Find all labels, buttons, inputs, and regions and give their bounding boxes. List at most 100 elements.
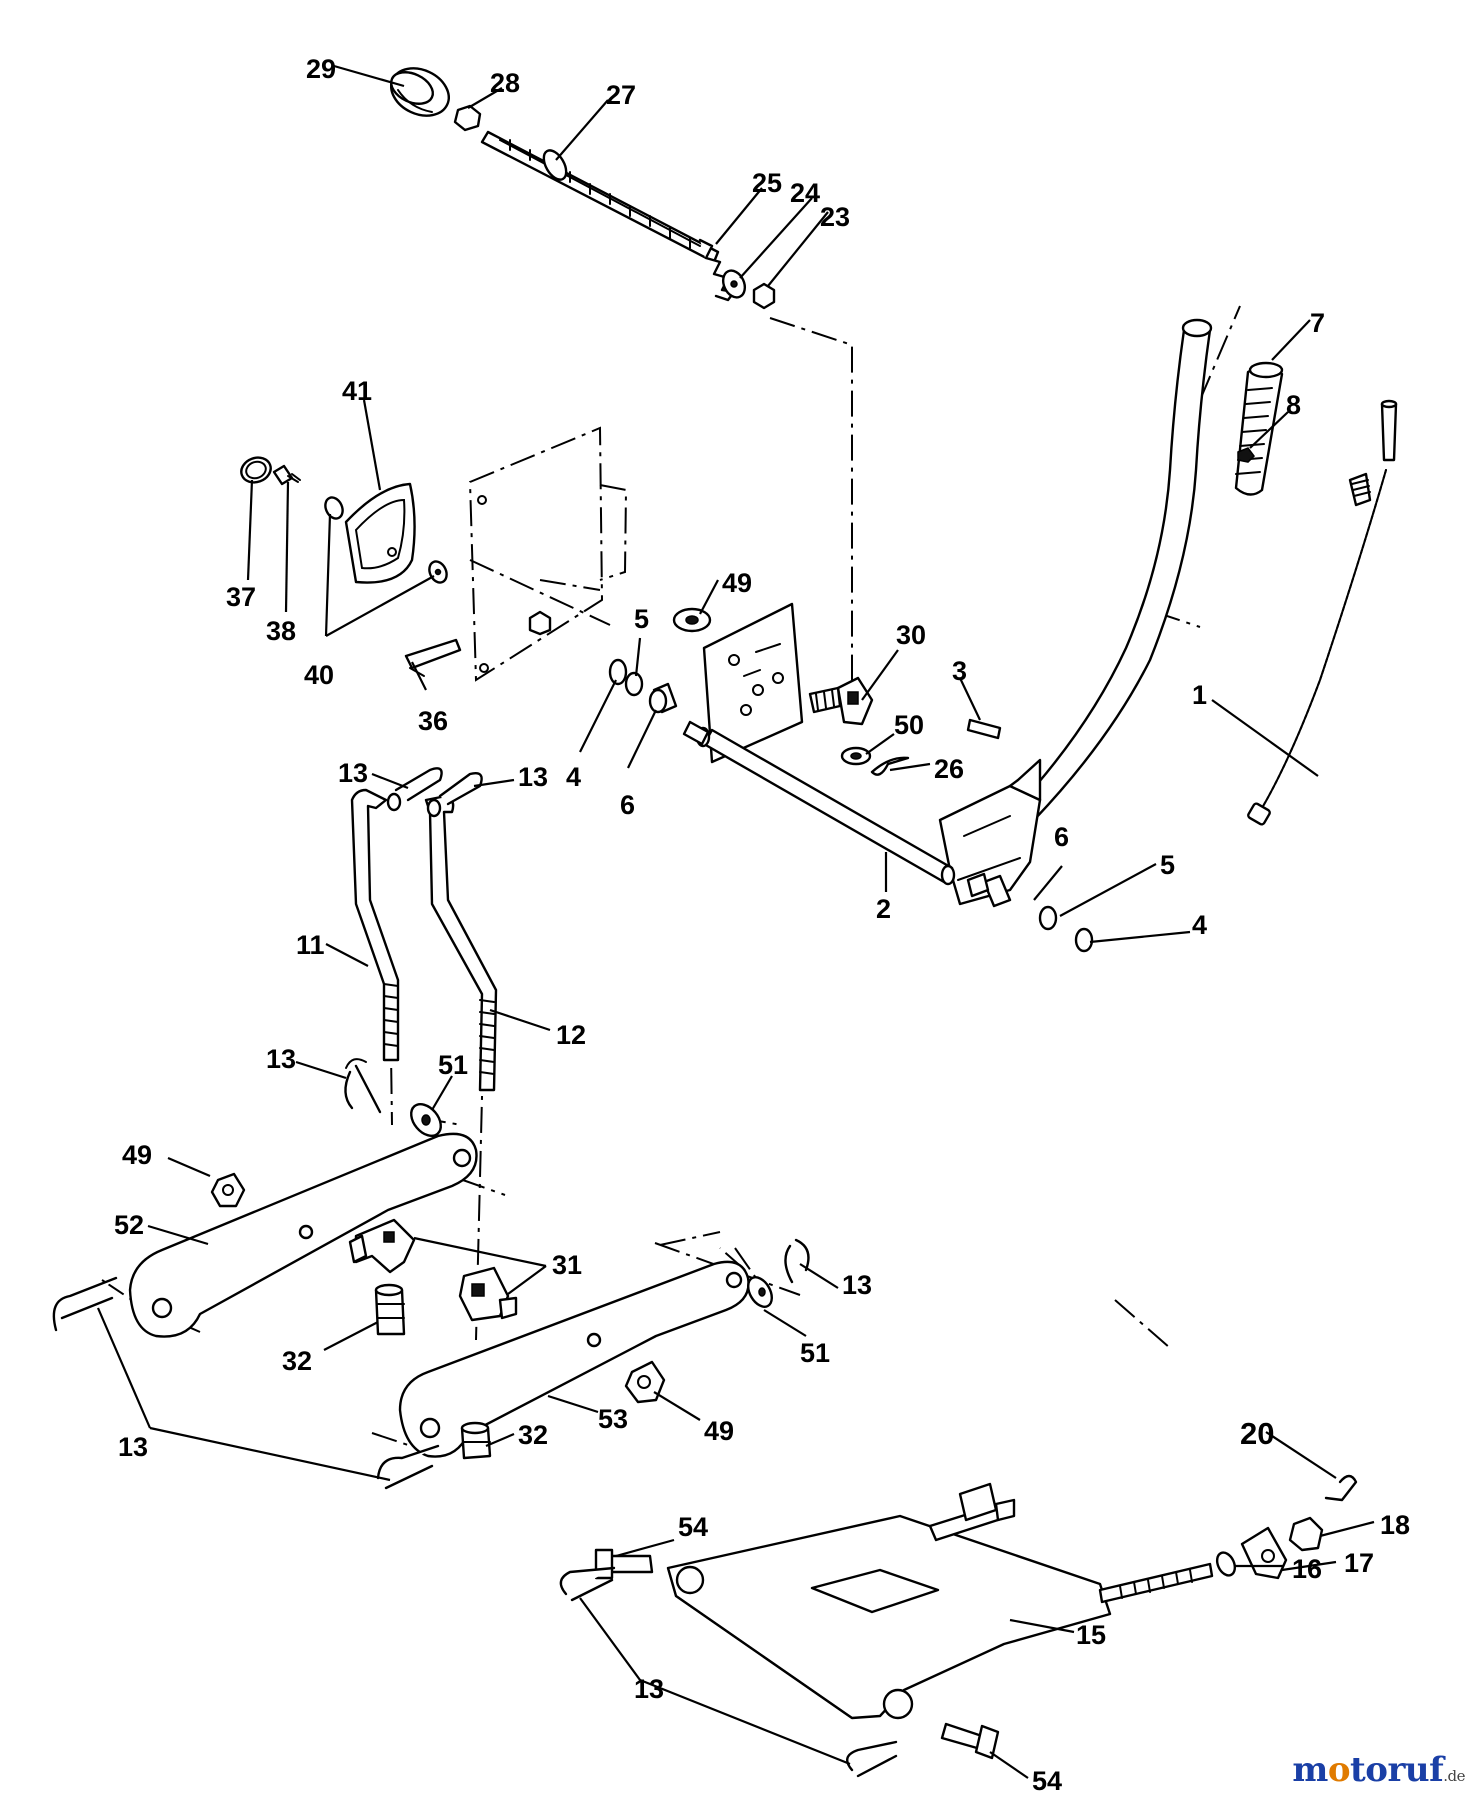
bolt-38: [272, 464, 294, 486]
leader-lines: [96, 64, 1375, 1779]
plate: [702, 602, 804, 764]
callout-labels: 29 28 27 25 24 23 7 8 41 37 38 40 36 49 …: [114, 54, 1410, 1796]
ring-4a: [608, 658, 628, 686]
adjust-cam-assembly: [240, 456, 462, 677]
brand-suffix: .de: [1443, 1767, 1465, 1785]
adjust-rod-assembly: [390, 67, 776, 310]
label-23: 23: [820, 202, 850, 232]
label-13d: 13: [842, 1270, 872, 1300]
nut-49c: [624, 1360, 666, 1404]
hairpin-13h: [846, 1740, 898, 1778]
label-6a: 6: [620, 790, 635, 820]
bushing-6b: [982, 874, 1012, 908]
washer-40a: [324, 496, 344, 520]
clip-26: [870, 756, 910, 776]
label-30: 30: [896, 620, 926, 650]
washer-5b: [1038, 905, 1058, 931]
lift-shaft-assembly: [608, 602, 1094, 953]
label-13b: 13: [518, 762, 548, 792]
label-51b: 51: [800, 1338, 830, 1368]
label-50: 50: [894, 710, 924, 740]
label-15: 15: [1076, 1620, 1106, 1650]
screw-8: [1237, 447, 1255, 463]
label-41: 41: [342, 376, 372, 406]
label-29: 29: [306, 54, 336, 84]
label-26: 26: [934, 754, 964, 784]
label-13a: 13: [338, 758, 368, 788]
pin-3: [966, 718, 1002, 740]
lever-assembly: [938, 318, 1213, 906]
nut-18: [1288, 1516, 1324, 1552]
nut-23: [752, 282, 776, 310]
label-13c: 13: [266, 1044, 296, 1074]
control-cable-1: [1247, 399, 1398, 826]
washer-5a: [624, 671, 644, 697]
nut-32a: [374, 1288, 406, 1336]
label-18: 18: [1380, 1510, 1410, 1540]
label-53: 53: [598, 1404, 628, 1434]
label-4b: 4: [1192, 910, 1207, 940]
hairpin-13a: [394, 767, 443, 802]
label-13e: 13: [118, 1432, 148, 1462]
spring-36: [404, 638, 462, 670]
hairpin-13g: [376, 1444, 440, 1490]
label-36: 36: [418, 706, 448, 736]
lift-handle-assembly: [1234, 361, 1284, 496]
label-25: 25: [752, 168, 782, 198]
label-38: 38: [266, 616, 296, 646]
label-6b: 6: [1054, 822, 1069, 852]
clip-20: [1324, 1474, 1358, 1502]
label-54b: 54: [1032, 1766, 1062, 1796]
hairpin-13e: [52, 1276, 118, 1332]
label-16: 16: [1292, 1554, 1322, 1584]
label-20: 20: [1240, 1416, 1274, 1451]
shaft-2: [702, 728, 954, 884]
nut-49b: [210, 1172, 246, 1208]
label-54a: 54: [678, 1512, 708, 1542]
link-11: [350, 788, 400, 1062]
arm-53: [398, 1260, 750, 1458]
rod-27: [480, 130, 720, 264]
brand-watermark: motoruf.de: [1292, 1750, 1465, 1790]
label-40: 40: [304, 660, 334, 690]
ring-4b: [1074, 927, 1094, 953]
label-32a: 32: [282, 1346, 312, 1376]
nut-16: [1215, 1551, 1237, 1577]
label-7: 7: [1310, 308, 1325, 338]
brand-name: motoruf: [1292, 1750, 1444, 1790]
label-27: 27: [606, 80, 636, 110]
label-8: 8: [1286, 390, 1301, 420]
lift-links: [344, 767, 498, 1114]
hairpin-13f: [559, 1566, 616, 1602]
clip-37: [240, 456, 272, 484]
label-51a: 51: [438, 1050, 468, 1080]
label-5b: 5: [1160, 850, 1175, 880]
label-5a: 5: [634, 604, 649, 634]
hairpin-13d: [784, 1238, 810, 1284]
label-12: 12: [556, 1020, 586, 1050]
label-17: 17: [1344, 1548, 1374, 1578]
nut-28: [453, 104, 482, 132]
label-24: 24: [790, 178, 820, 208]
label-32b: 32: [518, 1420, 548, 1450]
hairpin-13c: [344, 1064, 382, 1114]
label-49b: 49: [122, 1140, 152, 1170]
label-2: 2: [876, 894, 891, 924]
link-12: [424, 794, 498, 1092]
label-28: 28: [490, 68, 520, 98]
lift-arms: [52, 1103, 810, 1490]
label-11: 11: [296, 930, 325, 960]
frame-plate: [468, 426, 628, 682]
hanger-15: [666, 1514, 1112, 1720]
deck-hanger-assembly: [559, 1474, 1358, 1778]
label-49c: 49: [704, 1416, 734, 1446]
label-4a: 4: [566, 762, 581, 792]
label-31: 31: [552, 1250, 582, 1280]
label-3: 3: [952, 656, 967, 686]
label-1: 1: [1192, 680, 1207, 710]
label-37: 37: [226, 582, 256, 612]
label-49a: 49: [722, 568, 752, 598]
hairpin-13b: [438, 772, 483, 806]
label-52: 52: [114, 1210, 144, 1240]
